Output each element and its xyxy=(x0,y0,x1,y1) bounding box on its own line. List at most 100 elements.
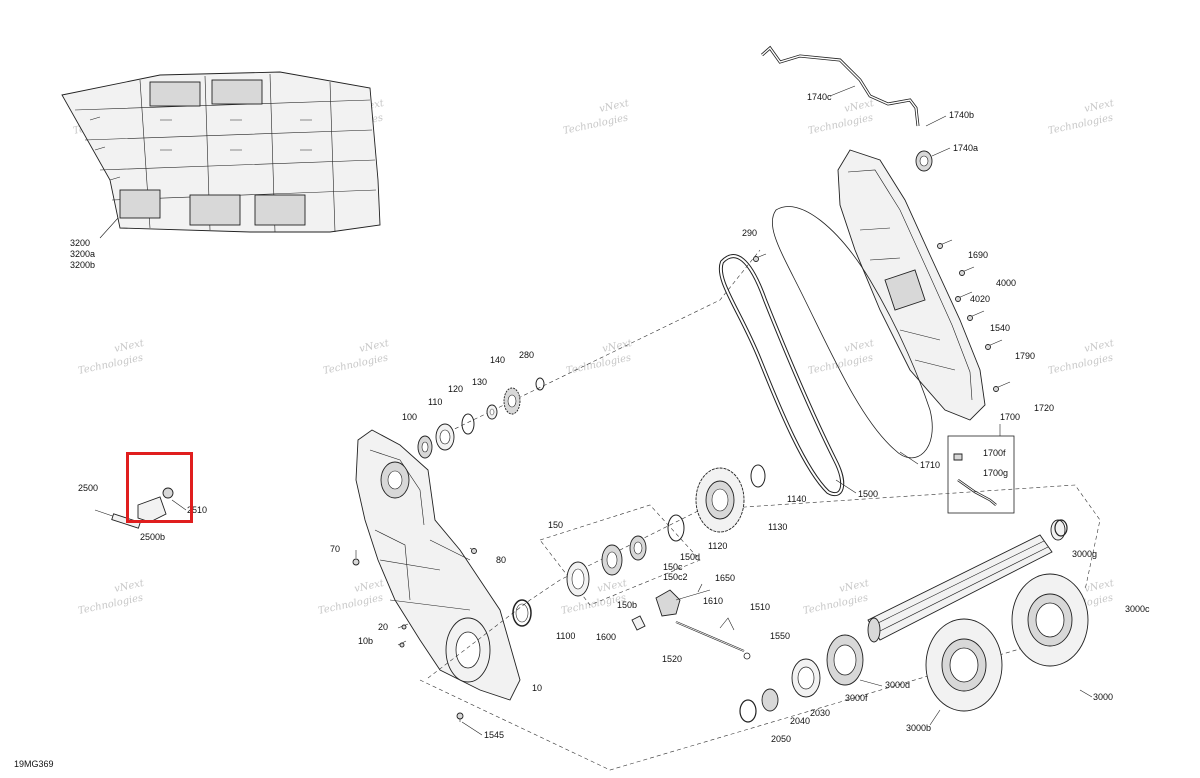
callout-20[interactable]: 20 xyxy=(378,622,388,632)
bearing-150b[interactable] xyxy=(566,561,590,597)
callout-290[interactable]: 290 xyxy=(742,228,757,238)
svg-text:1690: 1690 xyxy=(968,250,988,260)
callout-1100[interactable]: 1100 xyxy=(556,631,575,641)
chaincase-cover-part[interactable] xyxy=(837,149,986,421)
sprocket-3000c[interactable] xyxy=(1011,573,1089,667)
gasket-part[interactable] xyxy=(771,206,933,459)
callout-70[interactable]: 70 xyxy=(330,544,340,554)
callout-4020[interactable]: 4020 xyxy=(970,294,990,304)
callout-3000c[interactable]: 3000c xyxy=(1125,604,1150,614)
bearing-150d[interactable] xyxy=(629,535,647,561)
seal-3000d[interactable] xyxy=(826,634,864,686)
seal-1100[interactable] xyxy=(512,599,532,627)
callout-1545[interactable]: 1545 xyxy=(484,730,504,740)
washer-130[interactable] xyxy=(486,404,498,420)
callout-1700[interactable]: 1700 xyxy=(1000,412,1020,422)
callout-150d[interactable]: 150d xyxy=(680,552,700,562)
callout-10[interactable]: 10 xyxy=(532,683,542,693)
svg-text:1520: 1520 xyxy=(662,654,682,664)
callout-2040[interactable]: 2040 xyxy=(790,716,810,726)
detail-box-1700fg xyxy=(947,424,1015,514)
callout-1520[interactable]: 1520 xyxy=(662,654,682,664)
ring-2050[interactable] xyxy=(739,699,757,723)
callout-3000d[interactable]: 3000d xyxy=(885,680,910,690)
callout-2510[interactable]: 2510 xyxy=(187,505,207,515)
bearing-110[interactable] xyxy=(435,423,455,451)
callout-3000[interactable]: 3000 xyxy=(1093,692,1113,702)
callout-3000g[interactable]: 3000g xyxy=(1072,549,1097,559)
callout-1700f[interactable]: 1700f xyxy=(983,448,1006,458)
tensioner-part[interactable] xyxy=(631,583,751,660)
part-2040[interactable] xyxy=(761,688,779,712)
svg-text:1740a: 1740a xyxy=(953,143,978,153)
sprocket-1130[interactable] xyxy=(695,467,745,533)
callout-150c2[interactable]: 150c2 xyxy=(663,572,688,582)
callout-2050[interactable]: 2050 xyxy=(771,734,791,744)
callout-10b[interactable]: 10b xyxy=(358,636,373,646)
ring-1140[interactable] xyxy=(750,464,766,488)
callout-140[interactable]: 140 xyxy=(490,355,505,365)
callout-1540[interactable]: 1540 xyxy=(990,323,1010,333)
callout-3200a[interactable]: 3200a xyxy=(70,249,95,259)
callout-1700g[interactable]: 1700g xyxy=(983,468,1008,478)
ring-120[interactable] xyxy=(461,413,475,435)
svg-text:10: 10 xyxy=(532,683,542,693)
callout-1740c[interactable]: 1740c xyxy=(807,92,832,102)
svg-text:1610: 1610 xyxy=(703,596,723,606)
callout-1720[interactable]: 1720 xyxy=(1034,403,1054,413)
callout-130[interactable]: 130 xyxy=(472,377,487,387)
callout-100[interactable]: 100 xyxy=(402,412,417,422)
callout-1130[interactable]: 1130 xyxy=(768,522,787,532)
bearing-100[interactable] xyxy=(417,435,433,459)
svg-text:3000c: 3000c xyxy=(1125,604,1150,614)
sprocket-3000b[interactable] xyxy=(925,618,1003,712)
callout-2500b[interactable]: 2500b xyxy=(140,532,165,542)
drive-axle-part[interactable] xyxy=(867,519,1066,643)
hose-part[interactable] xyxy=(761,45,933,172)
callout-280[interactable]: 280 xyxy=(519,350,534,360)
callout-1510[interactable]: 1510 xyxy=(750,602,770,612)
callout-3200[interactable]: 3200 xyxy=(70,238,90,248)
callout-1610[interactable]: 1610 xyxy=(703,596,723,606)
callout-3000f[interactable]: 3000f xyxy=(845,693,868,703)
callout-150[interactable]: 150 xyxy=(548,520,563,530)
callout-110[interactable]: 110 xyxy=(428,397,442,407)
sprocket-140[interactable] xyxy=(503,387,521,415)
callout-1600[interactable]: 1600 xyxy=(596,632,616,642)
callout-1650[interactable]: 1650 xyxy=(715,573,735,583)
svg-text:1740c: 1740c xyxy=(807,92,832,102)
svg-text:280: 280 xyxy=(519,350,534,360)
callout-1140[interactable]: 1140 xyxy=(787,494,806,504)
track-section-part[interactable] xyxy=(61,71,381,233)
bearing-3000f[interactable] xyxy=(791,658,821,698)
svg-text:3000g: 3000g xyxy=(1072,549,1097,559)
callout-2500[interactable]: 2500 xyxy=(78,483,98,493)
svg-text:Technologies: Technologies xyxy=(1047,112,1114,137)
ring-3000g[interactable] xyxy=(1054,519,1068,537)
ring-280[interactable] xyxy=(535,377,545,391)
callout-1120[interactable]: 1120 xyxy=(708,541,727,551)
ring-1120[interactable] xyxy=(667,514,685,542)
screws-housing[interactable] xyxy=(352,547,477,722)
callout-1690[interactable]: 1690 xyxy=(968,250,988,260)
callout-3200b[interactable]: 3200b xyxy=(70,260,95,270)
callout-1500[interactable]: 1500 xyxy=(858,489,878,499)
callout-80[interactable]: 80 xyxy=(496,555,506,565)
callout-150b[interactable]: 150b xyxy=(617,600,637,610)
chaincase-housing-part[interactable] xyxy=(355,429,521,701)
screws-cover[interactable] xyxy=(753,239,1011,392)
svg-text:1720: 1720 xyxy=(1034,403,1054,413)
callout-1740b[interactable]: 1740b xyxy=(949,110,974,120)
callout-1550[interactable]: 1550 xyxy=(770,631,790,641)
chain-part[interactable] xyxy=(718,254,845,496)
callout-1740a[interactable]: 1740a xyxy=(953,143,978,153)
callout-150c[interactable]: 150c xyxy=(663,562,683,572)
callout-1710[interactable]: 1710 xyxy=(920,460,940,470)
callout-2030[interactable]: 2030 xyxy=(810,708,830,718)
callout-1790[interactable]: 1790 xyxy=(1015,351,1035,361)
bearing-150c[interactable] xyxy=(601,544,623,576)
callout-4000[interactable]: 4000 xyxy=(996,278,1016,288)
callout-120[interactable]: 120 xyxy=(448,384,463,394)
callout-3000b[interactable]: 3000b xyxy=(906,723,931,733)
